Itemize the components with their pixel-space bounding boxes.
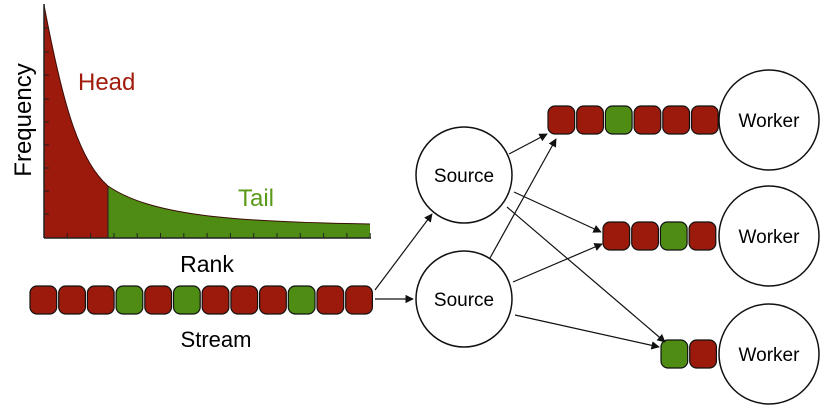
worker-2-queue-item-red [688, 221, 717, 251]
worker-queue-3 [660, 339, 718, 369]
worker-node-2: Worker [718, 185, 820, 287]
arrow-source-2-to-worker-3 [514, 314, 660, 350]
stream-item-green [172, 285, 201, 315]
stream-item-green [287, 285, 316, 315]
worker-queue-2 [602, 221, 717, 251]
frequency-rank-plot: Frequency Rank Head Tail [10, 4, 371, 277]
worker-1-queue-item-red [662, 105, 691, 135]
stream-queue [29, 285, 374, 315]
source-node-2: Source [415, 250, 513, 348]
stream-item-red [29, 285, 58, 315]
x-axis-label: Rank [180, 251, 234, 277]
worker-2-queue-item-green [659, 221, 688, 251]
worker-1-queue-item-red [690, 105, 719, 135]
worker-3-queue-item-green [660, 339, 689, 369]
source-label-2: Source [434, 290, 494, 311]
arrows [374, 133, 666, 350]
worker-node-3: Worker [718, 303, 820, 405]
worker-2-queue-item-red [631, 221, 660, 251]
worker-3-queue-item-red [689, 339, 718, 369]
arrow-source-2-to-worker-1 [489, 138, 557, 259]
worker-queue-1 [547, 105, 719, 135]
worker-label-2: Worker [739, 227, 801, 248]
worker-1-queue-item-green [604, 105, 633, 135]
arrow-source-1-to-worker-2 [513, 191, 602, 233]
y-axis-label: Frequency [10, 63, 37, 176]
worker-1-queue-item-red [576, 105, 605, 135]
worker-label-3: Worker [739, 345, 801, 366]
arrow-source-1-to-worker-3 [506, 206, 666, 343]
stream-item-red [58, 285, 87, 315]
stream-item-red [345, 285, 374, 315]
head-area [44, 5, 108, 238]
stream-item-red [86, 285, 115, 315]
x-axis-ticks [66, 233, 371, 238]
worker-label-1: Worker [739, 111, 801, 132]
worker-1-queue-item-red [547, 105, 576, 135]
stream-label: Stream [181, 327, 252, 352]
stream-item-red [259, 285, 287, 315]
y-axis-ticks [44, 27, 49, 215]
stream-item-green [115, 285, 144, 315]
source-node-1: Source [415, 126, 513, 224]
arrow-source-2-to-worker-2 [512, 243, 603, 283]
worker-node-1: Worker [718, 69, 820, 171]
stream-item-red [316, 285, 345, 315]
source-label-1: Source [434, 166, 494, 187]
arrow-source-1-to-worker-1 [508, 133, 548, 155]
tail-area [108, 186, 370, 238]
stream-item-red [230, 285, 259, 315]
worker-1-queue-item-red [633, 105, 662, 135]
stream-item-red [144, 285, 173, 315]
stream: Stream [29, 285, 374, 352]
stream-item-red [201, 285, 230, 315]
tail-label: Tail [238, 185, 274, 212]
head-label: Head [78, 69, 135, 96]
arrow-stream-to-source-1 [374, 213, 433, 291]
worker-2-queue-item-red [602, 221, 631, 251]
